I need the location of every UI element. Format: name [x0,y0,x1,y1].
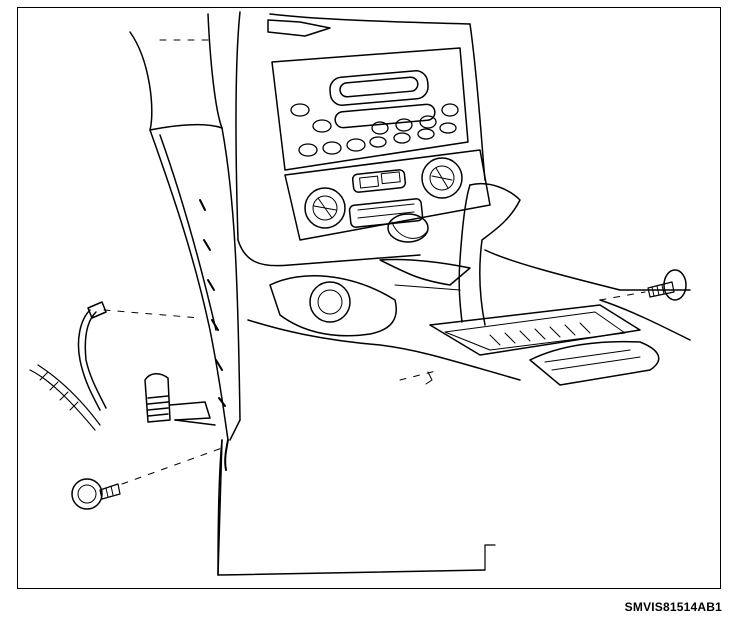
figure-id-caption: SMVIS81514AB1 [624,600,722,614]
console-side-trim-panel [150,128,495,575]
figure-frame [17,7,721,589]
dash-outline [130,12,485,240]
radio-buttons [291,104,458,156]
gear-shifter [430,184,690,385]
radio-head-unit [268,20,468,170]
electrical-connector [145,374,215,425]
shift-gate-slots [490,323,590,345]
screw-left [72,448,222,509]
screw-right [600,270,686,300]
center-console [238,240,520,384]
wiring-harness [30,302,200,430]
climate-control-panel [285,150,490,242]
